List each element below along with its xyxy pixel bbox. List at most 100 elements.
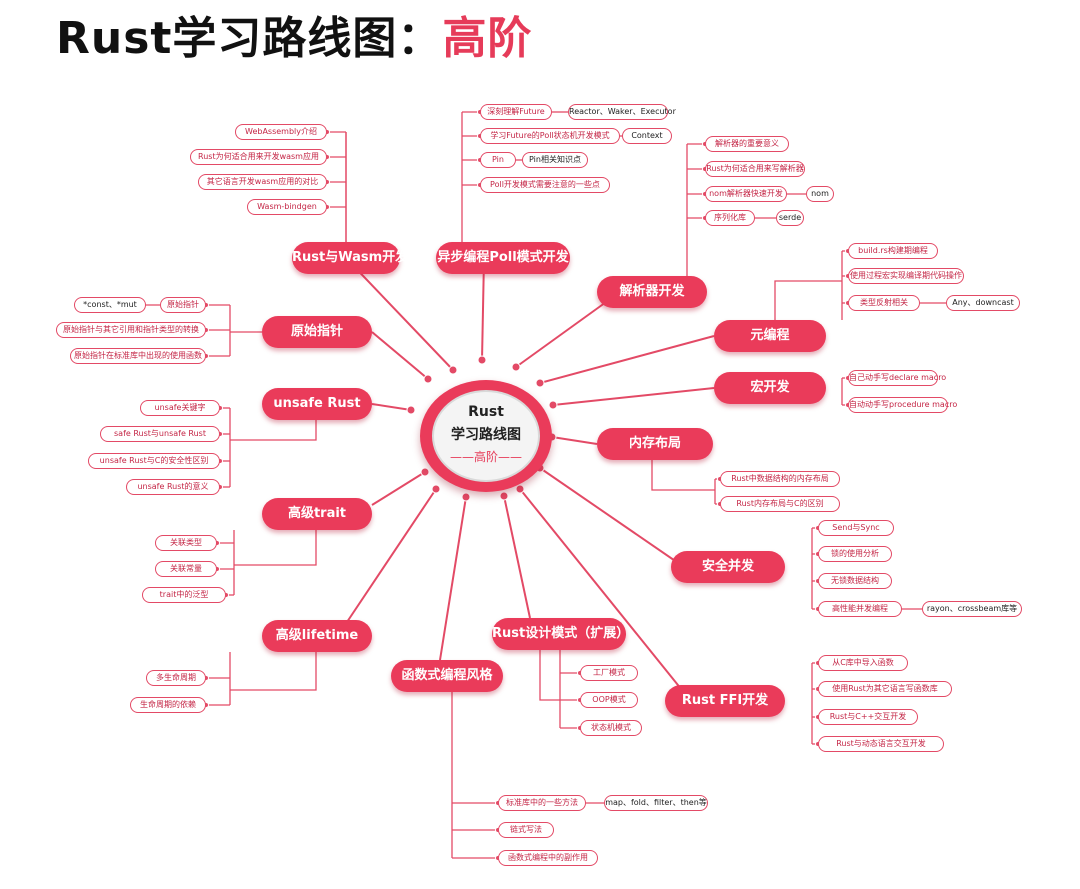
sub-concurrency-3: 高性能并发编程 — [818, 601, 902, 617]
topic-trait: 高级trait — [262, 498, 372, 530]
connector — [552, 387, 715, 406]
connector — [345, 257, 454, 371]
sub-design-0: 工厂模式 — [580, 665, 638, 681]
connector-dot — [535, 378, 545, 388]
connector — [519, 488, 691, 701]
sub-memory-0: Rust中数据结构的内存布局 — [720, 471, 840, 487]
connector — [234, 530, 317, 566]
leaf-parser-0: nom — [806, 186, 834, 202]
sub-macro-1: 自动动手写procedure macro — [848, 397, 957, 413]
connector — [481, 257, 485, 361]
leaf-meta-0: Any、downcast — [946, 295, 1020, 311]
connector — [371, 403, 412, 411]
sub-ffi-1: 使用Rust为其它语言写函数库 — [818, 681, 952, 697]
sub-concurrency-1: 锁的使用分析 — [818, 546, 892, 562]
center-line1: Rust — [468, 404, 504, 420]
sub-rawptr-0: 原始指针 — [160, 297, 206, 313]
connector — [539, 650, 560, 701]
connector — [539, 467, 685, 568]
connector — [230, 420, 317, 441]
sub-memory-1: Rust内存布局与C的区别 — [720, 496, 840, 512]
leaf-concurrency-0: rayon、crossbeam库等 — [922, 601, 1022, 617]
topic-lifetime: 高级lifetime — [262, 620, 372, 652]
sub-trait-2: trait中的泛型 — [142, 587, 226, 603]
sub-concurrency-2: 无锁数据结构 — [818, 573, 892, 589]
connector — [371, 471, 426, 506]
connector — [551, 436, 598, 445]
leaf-async-2: Pin相关知识点 — [522, 152, 588, 168]
sub-trait-1: 关联常量 — [155, 561, 217, 577]
sub-macro-0: 自己动手写declare macro — [848, 370, 946, 386]
connector-dot — [499, 491, 509, 501]
title-main: Rust学习路线图： — [56, 13, 443, 64]
topic-ffi: Rust FFI开发 — [665, 685, 785, 717]
sub-wasm-0: WebAssembly介绍 — [235, 124, 327, 140]
sub-wasm-2: 其它语言开发wasm应用的对比 — [198, 174, 327, 190]
center-line2: 学习路线图 — [451, 427, 521, 443]
topic-rawptr: 原始指针 — [262, 316, 372, 348]
sub-wasm-3: Wasm-bindgen — [247, 199, 327, 215]
title-accent: 高阶 — [442, 13, 533, 64]
leaf-functional-0: map、fold、filter、then等 — [604, 795, 708, 811]
sub-functional-1: 链式写法 — [498, 822, 554, 838]
leaf-rawptr-0: *const、*mut — [74, 297, 146, 313]
sub-design-1: OOP模式 — [580, 692, 638, 708]
sub-async-0: 深刻理解Future — [480, 104, 552, 120]
sub-ffi-3: Rust与动态语言交互开发 — [818, 736, 944, 752]
sub-trait-0: 关联类型 — [155, 535, 217, 551]
sub-ffi-2: Rust与C++交互开发 — [818, 709, 918, 725]
sub-rawptr-1: 原始指针与其它引用和指针类型的转换 — [56, 322, 206, 338]
topic-meta: 元编程 — [714, 320, 826, 352]
sub-functional-2: 函数式编程中的副作用 — [498, 850, 598, 866]
sub-lifetime-1: 生命周期的依赖 — [130, 697, 206, 713]
connector-dot — [448, 365, 458, 375]
connector-dot — [477, 355, 487, 365]
sub-parser-3: 序列化库 — [705, 210, 755, 226]
sub-wasm-1: Rust为何适合用来开发wasm应用 — [190, 149, 327, 165]
topic-functional: 函数式编程风格 — [391, 660, 503, 692]
topic-unsafe: unsafe Rust — [262, 388, 372, 420]
connector-dot — [515, 484, 525, 494]
sub-functional-0: 标准库中的一些方法 — [498, 795, 586, 811]
connector — [439, 496, 467, 661]
sub-design-2: 状态机模式 — [580, 720, 642, 736]
connector-dot — [423, 374, 433, 384]
center-disc — [432, 390, 540, 482]
connector — [774, 280, 842, 320]
connector — [651, 460, 715, 491]
sub-async-1: 学习Future的Poll状态机开发模式 — [480, 128, 620, 144]
connector — [539, 335, 715, 384]
connector-dot — [511, 362, 521, 372]
sub-unsafe-0: unsafe关键字 — [140, 400, 220, 416]
connector-dot — [406, 405, 416, 415]
sub-meta-0: build.rs构建期编程 — [848, 243, 938, 259]
connector-dot — [431, 484, 441, 494]
sub-async-3: Poll开发模式需要注意的一些点 — [480, 177, 610, 193]
topic-async: 异步编程Poll模式开发 — [436, 242, 570, 274]
sub-parser-1: Rust为何适合用来写解析器 — [705, 161, 805, 177]
sub-parser-0: 解析器的重要意义 — [705, 136, 789, 152]
sub-unsafe-2: unsafe Rust与C的安全性区别 — [88, 453, 220, 469]
sub-lifetime-0: 多生命周期 — [146, 670, 206, 686]
sub-ffi-0: 从C库中导入函数 — [818, 655, 908, 671]
connector-dot — [461, 492, 471, 502]
topic-memory: 内存布局 — [597, 428, 713, 460]
sub-unsafe-1: safe Rust与unsafe Rust — [100, 426, 220, 442]
leaf-async-0: Reactor、Waker、Executor — [568, 104, 676, 120]
sub-rawptr-2: 原始指针在标准库中出现的使用函数 — [70, 348, 206, 364]
center-line3: ——高阶—— — [449, 450, 522, 464]
connector — [371, 331, 429, 380]
connector-dot — [420, 467, 430, 477]
connector — [503, 495, 531, 619]
sub-meta-2: 类型反射相关 — [848, 295, 920, 311]
topic-parser: 解析器开发 — [597, 276, 707, 308]
center-node: Rust 学习路线图 ——高阶—— — [420, 380, 552, 492]
topic-design: Rust设计模式（扩展） — [492, 618, 629, 650]
sub-concurrency-0: Send与Sync — [818, 520, 894, 536]
page-title: Rust学习路线图：高阶 — [56, 6, 532, 72]
connector — [344, 488, 437, 626]
topic-macro: 宏开发 — [714, 372, 826, 404]
sub-parser-2: nom解析器快速开发 — [705, 186, 787, 202]
topic-wasm: Rust与Wasm开发 — [292, 242, 408, 274]
